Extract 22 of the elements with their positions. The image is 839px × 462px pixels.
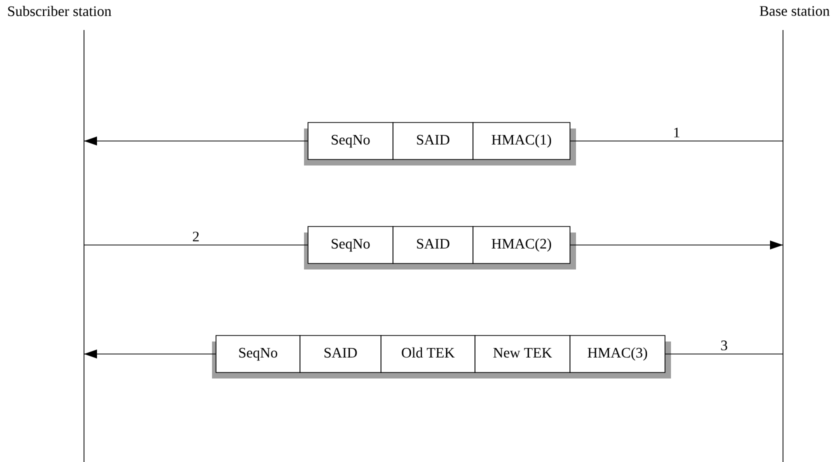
- packet-field: SAID: [392, 122, 474, 160]
- station-heading: Subscriber station: [8, 6, 112, 16]
- packet-field: SAID: [300, 335, 382, 373]
- packet-field: SeqNo: [216, 335, 300, 373]
- packet-field: New TEK: [474, 335, 570, 373]
- arrow: [84, 350, 216, 358]
- packet-field: HMAC(3): [570, 335, 666, 373]
- packet-field: Old TEK: [380, 335, 476, 373]
- arrow: [84, 136, 308, 146]
- station-heading: Base station: [760, 6, 830, 16]
- edge-label: 1: [671, 126, 682, 139]
- edge-label: 3: [718, 339, 730, 352]
- message-packet: [304, 226, 576, 270]
- message-packet: [304, 122, 576, 166]
- message-packet: [212, 335, 671, 378]
- arrow: [570, 240, 784, 250]
- packet-field: SeqNo: [308, 122, 394, 160]
- packet-field: HMAC(1): [472, 122, 570, 160]
- packet-field: HMAC(2): [472, 226, 570, 264]
- packet-field: SAID: [392, 226, 474, 264]
- packet-field: SeqNo: [308, 226, 394, 264]
- edge-label: 2: [190, 230, 202, 243]
